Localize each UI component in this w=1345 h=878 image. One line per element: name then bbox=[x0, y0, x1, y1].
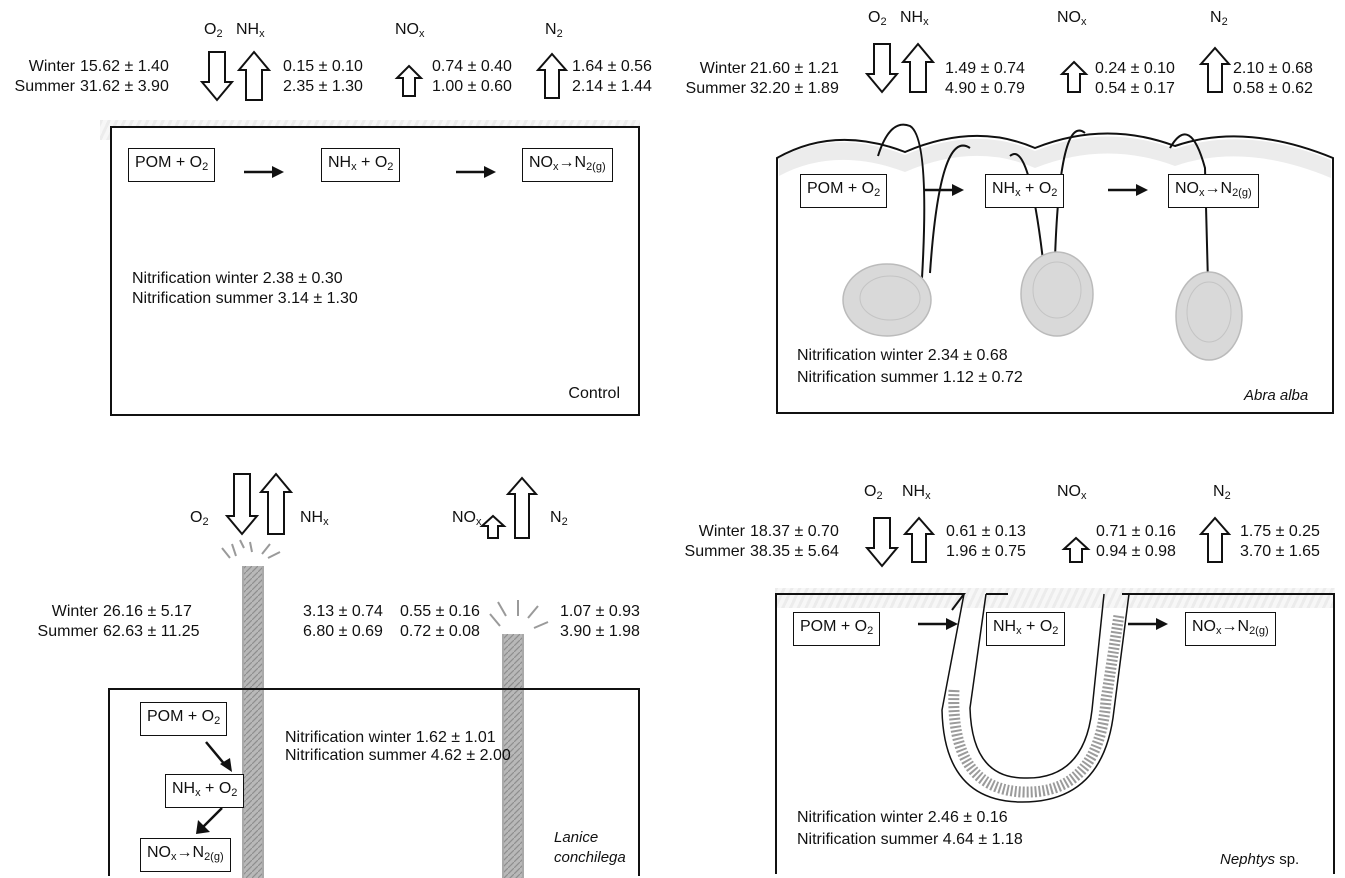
abra-shell-icon bbox=[840, 260, 935, 340]
nhx-header: NHx bbox=[902, 484, 931, 502]
control-sediment-box: POM + O2 NHx + O2 NOx→N2(g) Nitrificatio… bbox=[110, 126, 640, 416]
nitrification-summer: Nitrification summer 4.62 ± 2.00 bbox=[285, 748, 511, 764]
open-arrow-up-icon bbox=[1200, 518, 1230, 564]
abra-shell-icon bbox=[1172, 268, 1247, 363]
reaction-pom: POM + O2 bbox=[800, 174, 887, 208]
solid-arrow-right-icon bbox=[1108, 184, 1148, 196]
nox-header: NOx bbox=[395, 22, 425, 40]
panel-label-nephtys: Nephtys sp. bbox=[1220, 852, 1299, 867]
open-arrow-up-icon bbox=[1061, 62, 1087, 94]
nitrification-winter: Nitrification winter 2.34 ± 0.68 bbox=[797, 348, 1008, 364]
nitrification-summer: Nitrification summer 4.64 ± 1.18 bbox=[797, 832, 1023, 848]
open-arrow-up-icon bbox=[260, 474, 292, 536]
open-arrow-up-icon bbox=[1063, 538, 1089, 564]
solid-arrow-right-icon bbox=[918, 618, 958, 630]
open-arrow-up-icon bbox=[507, 478, 537, 540]
nhx-header: NHx bbox=[900, 10, 929, 28]
reaction-pom: POM + O2 bbox=[793, 612, 880, 646]
reaction-nox-n2: NOx→N2(g) bbox=[1168, 174, 1259, 208]
reaction-pom: POM + O2 bbox=[128, 148, 215, 182]
reaction-nhx: NHx + O2 bbox=[986, 612, 1065, 646]
reaction-nhx: NHx + O2 bbox=[985, 174, 1064, 208]
open-arrow-up-icon bbox=[396, 66, 422, 98]
o2-header: O2 bbox=[868, 10, 887, 28]
open-arrow-down-icon bbox=[201, 52, 233, 102]
panel-label-abra-alba: Abra alba bbox=[1244, 388, 1308, 403]
n2-header: N2 bbox=[1213, 484, 1231, 502]
n2-header: N2 bbox=[1210, 10, 1228, 28]
solid-arrow-right-icon bbox=[456, 166, 496, 178]
open-arrow-up-icon bbox=[1200, 48, 1230, 94]
panel-label-control: Control bbox=[568, 386, 620, 402]
reaction-nhx: NHx + O2 bbox=[165, 774, 244, 808]
panel-label-lanice: Lanice bbox=[554, 830, 598, 845]
reaction-nox-n2: NOx→N2(g) bbox=[1185, 612, 1276, 646]
n2-header: N2 bbox=[550, 510, 568, 528]
reaction-nox-n2: NOx→N2(g) bbox=[522, 148, 613, 182]
solid-arrow-right-icon bbox=[244, 166, 284, 178]
solid-arrow-down-right-icon bbox=[204, 740, 234, 774]
n2-header: N2 bbox=[545, 22, 563, 40]
open-arrow-down-icon bbox=[866, 518, 898, 568]
nhx-header: NHx bbox=[236, 22, 265, 40]
panel-label-conchilega: conchilega bbox=[554, 850, 626, 865]
reaction-nhx: NHx + O2 bbox=[321, 148, 400, 182]
nitrification-summer: Nitrification summer 1.12 ± 0.72 bbox=[797, 370, 1023, 386]
solid-arrow-right-icon bbox=[924, 184, 964, 196]
solid-arrow-down-left-icon bbox=[194, 806, 224, 836]
nhx-header: NHx bbox=[300, 510, 329, 528]
nox-header: NOx bbox=[452, 510, 482, 528]
open-arrow-up-icon bbox=[902, 44, 934, 94]
abra-shell-icon bbox=[1017, 250, 1097, 340]
o2-header: O2 bbox=[204, 22, 223, 40]
nox-header: NOx bbox=[1057, 10, 1087, 28]
open-arrow-up-icon bbox=[481, 516, 505, 540]
o2-header: O2 bbox=[864, 484, 883, 502]
nitrification-winter: Nitrification winter 2.46 ± 0.16 bbox=[797, 810, 1008, 826]
open-arrow-up-icon bbox=[537, 54, 567, 100]
reaction-nox-n2: NOx→N2(g) bbox=[140, 838, 231, 872]
open-arrow-down-icon bbox=[226, 474, 258, 536]
open-arrow-down-icon bbox=[866, 44, 898, 94]
open-arrow-up-icon bbox=[904, 518, 934, 564]
nox-header: NOx bbox=[1057, 484, 1087, 502]
nitrification-summer: Nitrification summer 3.14 ± 1.30 bbox=[132, 291, 358, 307]
o2-header: O2 bbox=[190, 510, 209, 528]
nitrification-winter: Nitrification winter 1.62 ± 1.01 bbox=[285, 730, 496, 746]
nitrification-winter: Nitrification winter 2.38 ± 0.30 bbox=[132, 271, 343, 287]
open-arrow-up-icon bbox=[238, 52, 270, 102]
reaction-pom: POM + O2 bbox=[140, 702, 227, 736]
solid-arrow-right-icon bbox=[1128, 618, 1168, 630]
